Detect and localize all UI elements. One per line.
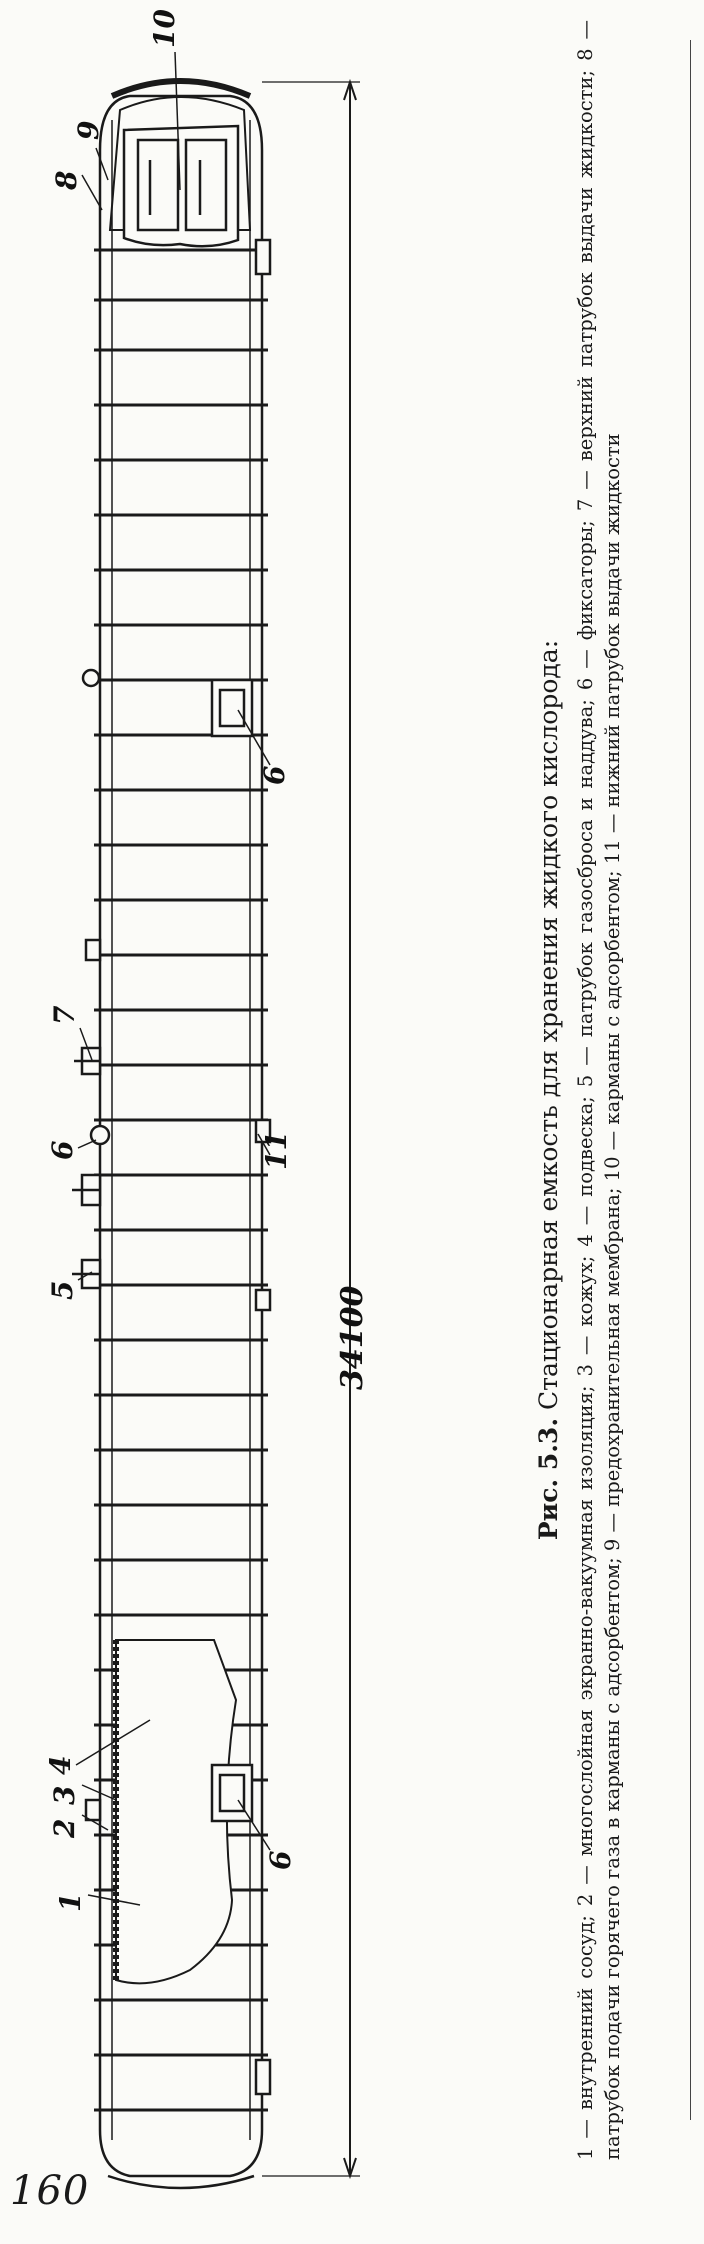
callout-2: 2: [48, 1819, 81, 1839]
figure-legend: 1 — внутренний сосуд; 2 — многослойная э…: [574, 20, 624, 2160]
inner-vessel-cutaway: [113, 1639, 238, 1985]
bottom-rule: [690, 40, 691, 2120]
figure-caption: Рис. 5.3. Стационарная емкость для хране…: [532, 20, 704, 2160]
callout-4: 4: [44, 1756, 77, 1775]
dimension-label: 34100: [335, 1286, 370, 1390]
callout-5: 5: [46, 1281, 79, 1300]
callout-7: 7: [48, 1005, 81, 1025]
callout-9: 9: [72, 121, 105, 140]
caption-title: Рис. 5.3. Стационарная емкость для хране…: [532, 20, 566, 2160]
figure-number: Рис. 5.3.: [534, 1417, 563, 1541]
callout-1: 1: [54, 1893, 87, 1912]
fixators: [89, 678, 254, 1823]
callout-6-middle: 6: [46, 1141, 79, 1160]
figure-title: Стационарная емкость для хранения жидког…: [534, 639, 563, 1411]
stiffening-rings: [94, 248, 268, 2112]
page-number: 160: [10, 2168, 90, 2214]
end-dome: [110, 78, 252, 99]
nozzles: [72, 668, 102, 1822]
callout-11: 11: [260, 1131, 293, 1170]
callout-6-bottom: 6: [264, 1851, 297, 1870]
adsorbent-pockets-cutaway: [122, 124, 240, 248]
callout-8: 8: [50, 171, 83, 191]
callout-10: 10: [148, 9, 181, 48]
vessel-shell: [98, 94, 264, 2178]
callout-3: 3: [48, 1786, 81, 1805]
callout-6-top: 6: [258, 766, 291, 785]
